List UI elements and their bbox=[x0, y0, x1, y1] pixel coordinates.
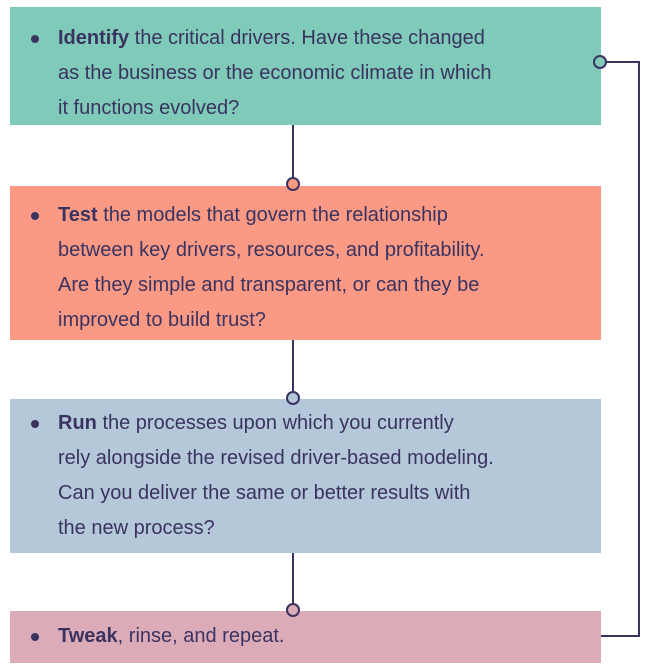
step-keyword: Run bbox=[58, 412, 97, 434]
bullet-dot-icon bbox=[31, 35, 39, 43]
step-text: it functions evolved? bbox=[58, 97, 240, 119]
step-item-tweak: Tweak, rinse, and repeat. bbox=[10, 619, 601, 654]
step-box-identify: Identify the critical drivers. Have thes… bbox=[10, 7, 601, 125]
step-item-identify: Identify the critical drivers. Have thes… bbox=[10, 21, 601, 126]
step-text: rely alongside the revised driver-based … bbox=[58, 447, 494, 469]
step-text: the processes upon which you currently bbox=[96, 412, 454, 434]
step-list: Tweak, rinse, and repeat. bbox=[10, 619, 601, 654]
step-text: the models that govern the relationship bbox=[97, 204, 448, 226]
step-keyword: Tweak bbox=[58, 625, 118, 647]
circle-node-icon bbox=[286, 603, 300, 617]
bullet-dot-icon bbox=[31, 633, 39, 641]
step-box-tweak: Tweak, rinse, and repeat. bbox=[10, 611, 601, 663]
step-text: the new process? bbox=[58, 517, 215, 539]
step-text: Can you deliver the same or better resul… bbox=[58, 482, 471, 504]
step-text: between key drivers, resources, and prof… bbox=[58, 239, 485, 261]
step-text: improved to build trust? bbox=[58, 309, 266, 331]
bullet-dot-icon bbox=[31, 212, 39, 220]
step-keyword: Test bbox=[58, 204, 98, 226]
step-box-test: Test the models that govern the relation… bbox=[10, 186, 601, 340]
step-list: Identify the critical drivers. Have thes… bbox=[10, 21, 601, 126]
step-text: , rinse, and repeat. bbox=[117, 625, 285, 647]
step-box-run: Run the processes upon which you current… bbox=[10, 399, 601, 553]
step-keyword: Identify bbox=[58, 27, 130, 49]
step-text: Are they simple and transparent, or can … bbox=[58, 274, 480, 296]
bullet-dot-icon bbox=[31, 420, 39, 428]
circle-node-icon bbox=[593, 55, 607, 69]
loop-back-line bbox=[601, 61, 640, 637]
circle-node-icon bbox=[286, 391, 300, 405]
step-item-test: Test the models that govern the relation… bbox=[10, 198, 601, 338]
step-text: as the business or the economic climate … bbox=[58, 62, 492, 84]
step-list: Run the processes upon which you current… bbox=[10, 406, 601, 546]
step-text: the critical drivers. Have these changed bbox=[129, 27, 485, 49]
step-item-run: Run the processes upon which you current… bbox=[10, 406, 601, 546]
step-list: Test the models that govern the relation… bbox=[10, 198, 601, 338]
circle-node-icon bbox=[286, 177, 300, 191]
